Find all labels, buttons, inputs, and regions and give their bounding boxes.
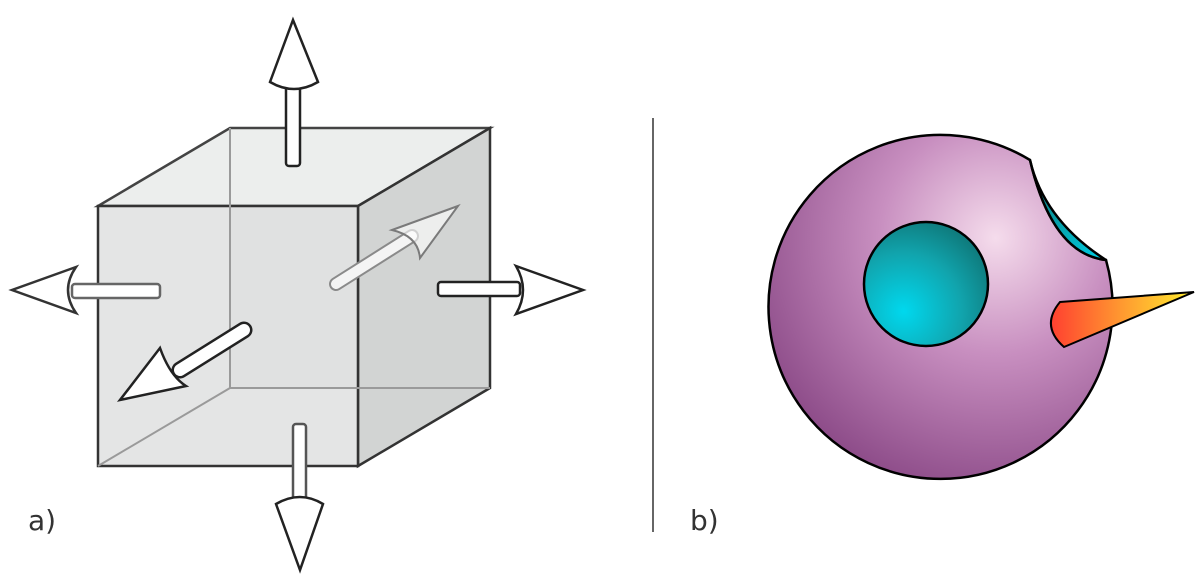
arrow-up-icon: [268, 16, 320, 168]
arrow-down-icon: [274, 422, 325, 574]
panel-a-cube-diagram: [8, 16, 587, 574]
sphere-cavity: [862, 220, 990, 348]
panel-b-sphere-diagram: [767, 133, 1195, 481]
arrow-left-icon: [8, 264, 162, 316]
cube: [93, 125, 495, 469]
panel-a-label: a): [28, 504, 57, 537]
panel-b-label: b): [690, 504, 719, 537]
arrow-front-icon: [116, 321, 253, 402]
sphere-spike: [1050, 291, 1195, 349]
arrow-right-icon: [436, 263, 587, 317]
cube-hidden-edge-diagonal: [97, 387, 231, 467]
sphere-notch: [1028, 158, 1108, 262]
arrow-back-icon: [329, 203, 461, 291]
